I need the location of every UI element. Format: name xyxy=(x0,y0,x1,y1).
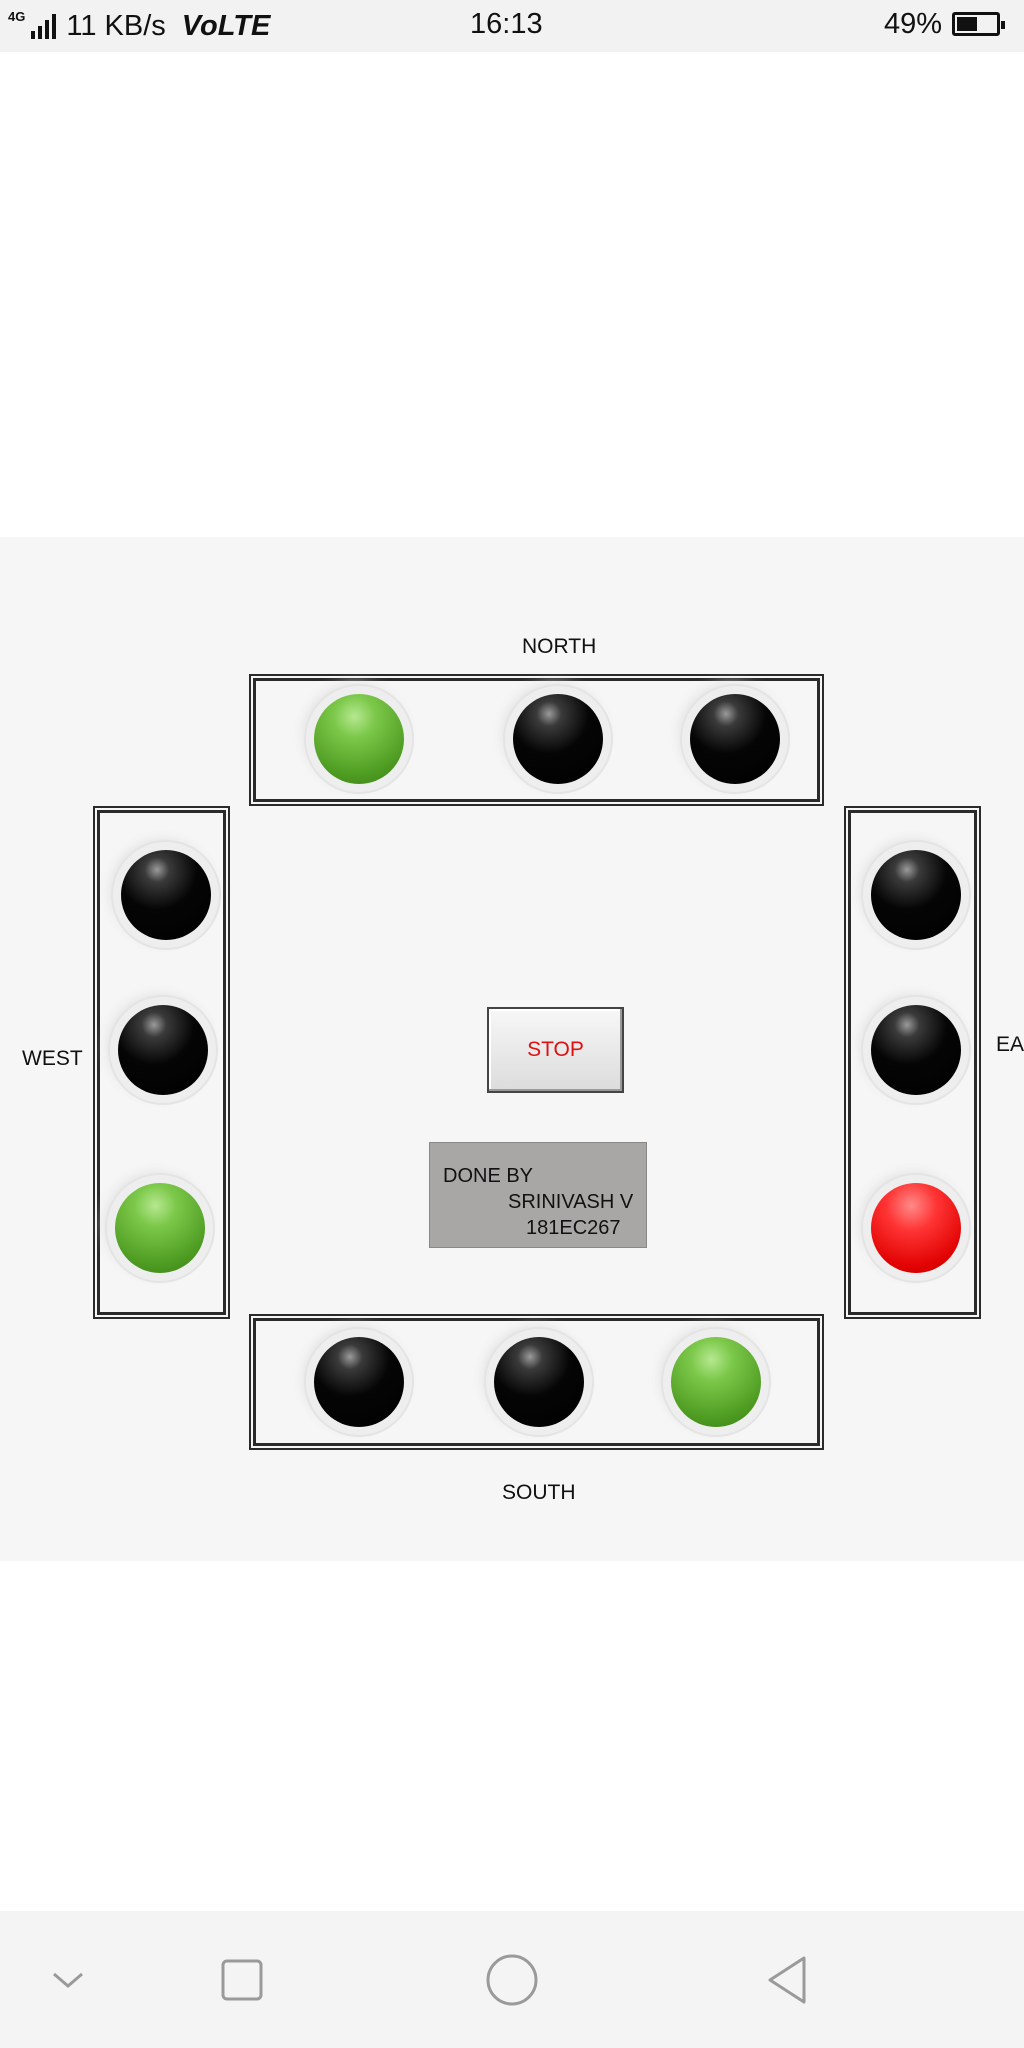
home-icon[interactable] xyxy=(452,1911,572,2048)
clock: 16:13 xyxy=(470,8,543,40)
south-signal-box xyxy=(249,1314,824,1450)
back-icon[interactable] xyxy=(728,1911,848,2048)
navigation-bar xyxy=(0,1911,1024,2048)
battery-icon xyxy=(952,12,1005,36)
east-light-3 xyxy=(871,1183,961,1273)
east-signal-box xyxy=(844,806,981,1319)
recent-apps-icon[interactable] xyxy=(182,1911,302,2048)
north-signal-box xyxy=(249,674,824,806)
north-light-3 xyxy=(690,694,780,784)
west-light-3 xyxy=(115,1183,205,1273)
data-speed: 11 KB/s xyxy=(66,9,166,42)
battery-level xyxy=(957,17,977,31)
credits-line-2: SRINIVASH V xyxy=(508,1191,634,1213)
battery-percent: 49% xyxy=(884,8,943,40)
west-label: WEST xyxy=(22,1047,83,1070)
status-bar: 4G 11 KB/s VoLTE 16:13 49% xyxy=(0,0,1024,52)
east-light-2 xyxy=(871,1005,961,1095)
stop-button[interactable]: STOP xyxy=(487,1007,624,1093)
network-type: 4G xyxy=(8,9,26,24)
network-indicator: 4G 11 KB/s VoLTE xyxy=(8,8,270,44)
east-light-1 xyxy=(871,850,961,940)
east-label: EA xyxy=(996,1033,1024,1056)
south-light-1 xyxy=(314,1337,404,1427)
credits-line-1: DONE BY xyxy=(443,1165,534,1187)
west-signal-box xyxy=(93,806,230,1319)
credits-box: DONE BY SRINIVASH V 181EC267 xyxy=(429,1142,647,1248)
credits-line-3: 181EC267 xyxy=(526,1217,621,1239)
signal-icon xyxy=(31,13,57,39)
south-light-2 xyxy=(494,1337,584,1427)
chevron-down-icon[interactable] xyxy=(8,1911,128,2048)
west-light-2 xyxy=(118,1005,208,1095)
north-label: NORTH xyxy=(522,635,597,658)
south-label: SOUTH xyxy=(502,1481,576,1504)
west-light-1 xyxy=(121,850,211,940)
traffic-light-panel: NORTH WEST EA SOUTH STOP DONE BY SRINIVA… xyxy=(0,537,1024,1561)
south-light-3 xyxy=(671,1337,761,1427)
north-light-1 xyxy=(314,694,404,784)
north-light-2 xyxy=(513,694,603,784)
volte-indicator: VoLTE xyxy=(181,9,271,42)
